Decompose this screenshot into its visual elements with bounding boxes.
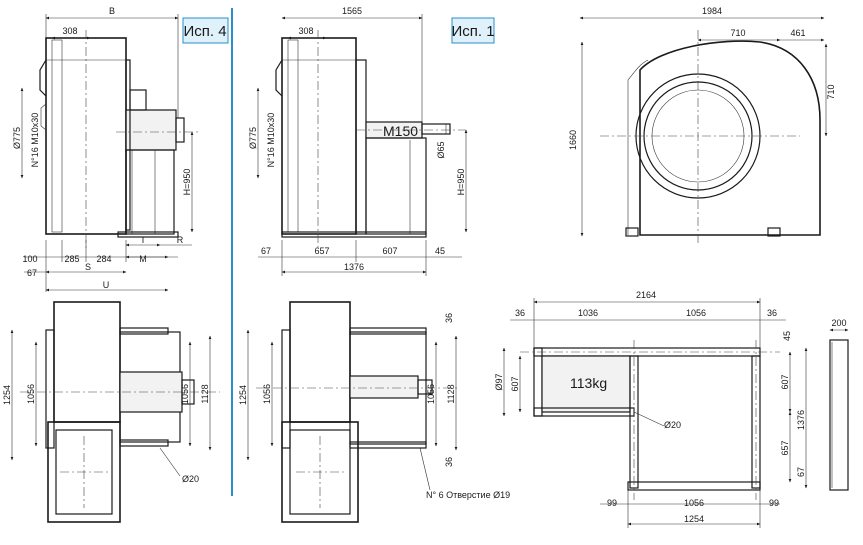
dim-1254: 1254 bbox=[2, 385, 12, 405]
dim-308-b: 308 bbox=[298, 26, 313, 36]
dim-1376-d: 1376 bbox=[796, 410, 806, 430]
dim-36-top: 36 bbox=[444, 313, 454, 323]
dim-1056-b-right: 1056 bbox=[426, 384, 436, 404]
dim-200: 200 bbox=[831, 318, 846, 328]
dim-h-b: H=950 bbox=[456, 169, 466, 196]
hole-d20-d: Ø20 bbox=[664, 420, 681, 430]
hole-d20: Ø20 bbox=[182, 474, 199, 484]
dim-i: I bbox=[142, 235, 145, 245]
dim-1128: 1128 bbox=[200, 384, 210, 403]
dim-45-b: 45 bbox=[435, 246, 445, 256]
dim-m: M bbox=[139, 254, 147, 264]
dim-67-d: 67 bbox=[796, 467, 806, 477]
dim-1056: 1056 bbox=[26, 384, 36, 404]
dim-308: 308 bbox=[62, 26, 77, 36]
badge-isp4-label: Исп. 4 bbox=[183, 23, 226, 40]
dim-s: S bbox=[85, 262, 91, 272]
dim-36-bottom: 36 bbox=[444, 457, 454, 467]
dim-d97: Ø97 bbox=[494, 373, 504, 390]
motor-label: M150 bbox=[383, 123, 418, 139]
view-b-plan: 1254 1056 1056 1128 36 36 N° 6 Отверстие… bbox=[238, 301, 510, 523]
holes-note: N°16 M10x30 bbox=[30, 113, 40, 168]
dim-607-d-right: 607 bbox=[780, 374, 790, 389]
dim-1565: 1565 bbox=[342, 6, 362, 16]
dim-1660: 1660 bbox=[568, 130, 578, 150]
dim-99-left: 99 bbox=[607, 498, 617, 508]
dim-d65: Ø65 bbox=[436, 141, 446, 158]
dim-775-b: Ø775 bbox=[248, 127, 258, 149]
view-a-side: Исп. 4 B 308 Ø775 N°16 M10x30 H=950 bbox=[12, 6, 229, 292]
dim-1056-b: 1056 bbox=[262, 384, 272, 404]
dim-710: 710 bbox=[730, 28, 745, 38]
dim-657-b: 657 bbox=[314, 246, 329, 256]
dim-36-left: 36 bbox=[515, 308, 525, 318]
dim-u: U bbox=[103, 280, 110, 290]
holes-note-b: N°16 M10x30 bbox=[266, 113, 276, 168]
dim-1056-d-bottom: 1056 bbox=[684, 498, 704, 508]
dim-1128-b: 1128 bbox=[446, 384, 456, 403]
view-d-base: 113kg 2164 36 1036 1056 36 45 Ø97 607 60… bbox=[494, 290, 808, 528]
dim-775: Ø775 bbox=[12, 127, 22, 149]
dim-285: 285 bbox=[64, 254, 79, 264]
dim-1254-b: 1254 bbox=[238, 385, 248, 405]
dim-1984: 1984 bbox=[702, 6, 722, 16]
dim-1036: 1036 bbox=[578, 308, 598, 318]
dim-b: B bbox=[109, 6, 115, 16]
view-e-profile: 200 bbox=[829, 318, 849, 491]
dim-67: 67 bbox=[27, 268, 37, 278]
dim-461: 461 bbox=[790, 28, 805, 38]
weight-label: 113kg bbox=[570, 375, 607, 391]
view-c-front: 1984 710 461 710 1660 bbox=[568, 6, 836, 245]
dim-1056-right: 1056 bbox=[180, 384, 190, 404]
dim-607-b: 607 bbox=[382, 246, 397, 256]
dim-45-d: 45 bbox=[782, 331, 792, 341]
badge-isp1-label: Исп. 1 bbox=[451, 23, 494, 40]
dim-607-d-left: 607 bbox=[510, 376, 520, 391]
dim-h: H=950 bbox=[182, 169, 192, 196]
dim-1376-b: 1376 bbox=[344, 262, 364, 272]
dim-100: 100 bbox=[22, 254, 37, 264]
badge-isp1 bbox=[451, 17, 495, 44]
mounting-holes-note: N° 6 Отверстие Ø19 bbox=[426, 490, 510, 500]
dim-67-b: 67 bbox=[261, 246, 271, 256]
dim-1254-d: 1254 bbox=[684, 514, 704, 524]
dim-657-d: 657 bbox=[780, 440, 790, 455]
dim-2164: 2164 bbox=[636, 290, 656, 300]
view-a-plan: 1254 1056 1056 1128 Ø20 bbox=[2, 301, 220, 523]
dim-284: 284 bbox=[96, 254, 111, 264]
dim-1056-d: 1056 bbox=[686, 308, 706, 318]
badge-isp4 bbox=[182, 17, 229, 44]
dim-710-v: 710 bbox=[826, 84, 836, 99]
dim-r: R bbox=[177, 235, 184, 245]
dim-36-right: 36 bbox=[767, 308, 777, 318]
view-b-side: Исп. 1 M150 1565 308 Ø775 N°16 M10x30 Ø6… bbox=[248, 6, 495, 276]
dim-99-right: 99 bbox=[769, 498, 779, 508]
